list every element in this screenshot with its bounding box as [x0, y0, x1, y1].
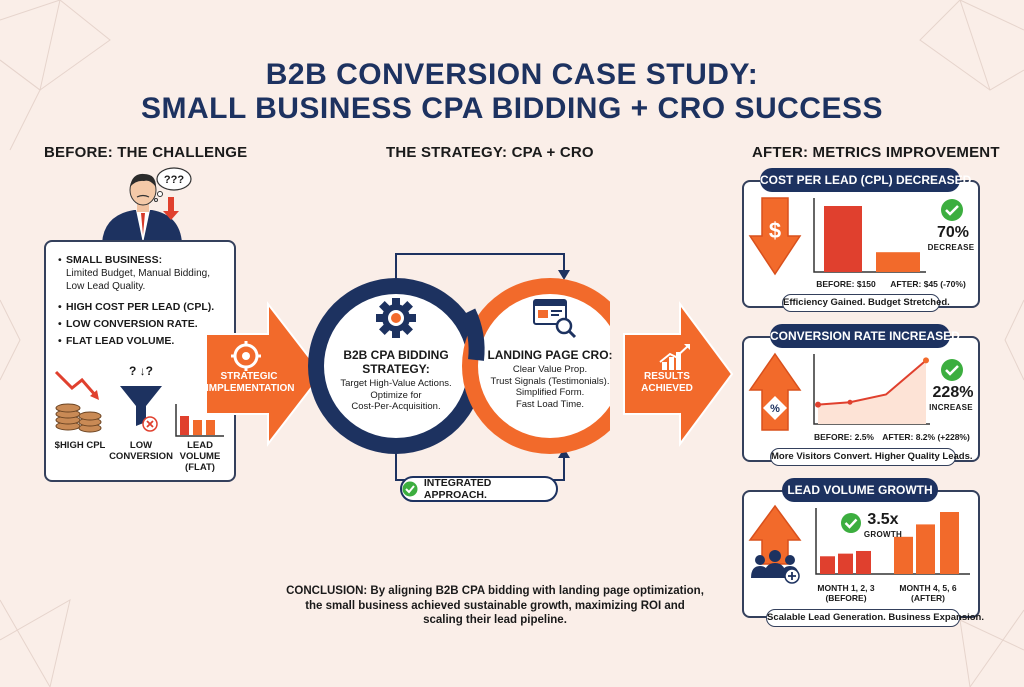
strategic-implementation-arrow — [205, 301, 324, 447]
strategy-diagram — [308, 253, 610, 481]
percent-glyph: % — [770, 403, 780, 415]
strategic-implementation-label: STRATEGIC IMPLEMENTATION — [206, 371, 295, 394]
lead-bar-month-1 — [820, 556, 835, 574]
conversion-before-label: BEFORE: 2.5% — [814, 432, 874, 442]
lead-bar-month-2 — [838, 553, 853, 574]
conversion-footer: More Visitors Convert. Higher Quality Le… — [770, 448, 973, 466]
cpl-down-arrow-icon: $ — [748, 197, 802, 276]
funnel-icon — [120, 386, 162, 432]
lead-after-label: MONTH 4, 5, 6 (AFTER) — [899, 583, 957, 603]
conversion-metric-value: 228% — [932, 384, 974, 401]
strategy-heading: THE STRATEGY: CPA + CRO — [386, 144, 594, 161]
cpl-metric-caption: DECREASE — [927, 243, 975, 252]
cpl-bar-before — [824, 206, 862, 272]
cpl-bar-after — [876, 252, 920, 272]
lead-check-icon — [841, 513, 861, 533]
conversion-check-icon — [941, 359, 963, 381]
lead-metric-value: 3.5x — [867, 511, 899, 528]
challenge-item-volume: FLAT LEAD VOLUME. — [58, 335, 228, 348]
conversion-card-title: CONVERSION RATE INCREASED — [770, 324, 960, 348]
lead-volume-icon — [748, 504, 802, 584]
lead-volume-chart — [815, 508, 970, 575]
lead-before-label: MONTH 1, 2, 3 (BEFORE) — [817, 583, 875, 603]
check-icon — [402, 481, 418, 497]
conversion-up-arrow-icon: % — [748, 352, 802, 431]
funnel-question-marks: ? ↓? — [129, 364, 153, 378]
dollar-glyph: $ — [769, 218, 781, 243]
cpl-after-label: AFTER: $45 (-70%) — [890, 279, 966, 289]
cpa-strategy-title: B2B CPA BIDDING STRATEGY: — [343, 348, 449, 376]
integrated-approach-label: INTEGRATED APPROACH. — [423, 477, 492, 501]
thought-text: ??? — [164, 174, 184, 186]
challenge-box — [44, 240, 236, 482]
conversion-chart — [813, 354, 930, 425]
cpa-strategy-body: Target High-Value Actions. Optimize for … — [340, 378, 452, 412]
cpl-metric-value: 70% — [936, 224, 970, 241]
cpl-footer: Efficiency Gained. Budget Stretched. — [782, 294, 950, 312]
lead-volume-footer: Scalable Lead Generation. Business Expan… — [766, 609, 984, 627]
lead-bar-month-6 — [940, 512, 959, 574]
conclusion-text: CONCLUSION: By aligning B2B CPA bidding … — [286, 585, 704, 626]
results-achieved-arrow — [623, 300, 734, 448]
challenge-list: SMALL BUSINESS: Limited Budget, Manual B… — [58, 254, 228, 348]
cro-body: Clear Value Prop. Trust Signals (Testimo… — [490, 364, 610, 410]
coins-down-icon — [54, 370, 102, 433]
flat-volume-bars-icon — [175, 404, 224, 437]
lead-bar-month-5 — [916, 524, 935, 574]
challenge-item-cpl: HIGH COST PER LEAD (CPL). — [58, 301, 228, 314]
lead-metric-caption: GROWTH — [863, 530, 903, 539]
after-heading: AFTER: METRICS IMPROVEMENT — [752, 144, 1000, 161]
business-person-icon: ??? — [102, 167, 192, 243]
title-line-2: SMALL BUSINESS CPA BIDDING + CRO SUCCESS — [140, 92, 884, 125]
cpl-chart — [813, 198, 926, 273]
icon-label-lead-volume: LEAD VOLUME (FLAT) — [179, 440, 221, 473]
page-title: B2B CONVERSION CASE STUDY: SMALL BUSINES… — [0, 58, 1024, 126]
lead-volume-card-title: LEAD VOLUME GROWTH — [782, 478, 938, 502]
conversion-point-mid — [847, 399, 853, 405]
conversion-area — [818, 360, 926, 424]
cro-title: LANDING PAGE CRO: — [487, 348, 613, 362]
cpl-check-icon — [941, 199, 963, 221]
integrated-approach-pill: INTEGRATED APPROACH. — [400, 476, 558, 502]
lead-bar-month-4 — [894, 536, 913, 574]
challenge-item-detail: Limited Budget, Manual Bidding, Low Lead… — [66, 268, 210, 292]
challenge-item-small-business: SMALL BUSINESS: — [58, 254, 228, 267]
icon-label-low-conversion: LOW CONVERSION — [109, 440, 173, 462]
results-achieved-label: RESULTS ACHIEVED — [641, 371, 693, 394]
conversion-metric-caption: INCREASE — [929, 403, 973, 412]
conversion-after-label: AFTER: 8.2% (+228%) — [882, 432, 970, 442]
title-line-1: B2B CONVERSION CASE STUDY: — [265, 58, 759, 91]
icon-label-high-cpl: $HIGH CPL — [54, 440, 106, 451]
cpl-before-label: BEFORE: $150 — [816, 279, 876, 289]
conversion-point-after — [923, 357, 929, 364]
before-heading: BEFORE: THE CHALLENGE — [44, 144, 248, 161]
challenge-item-conversion: LOW CONVERSION RATE. — [58, 318, 228, 331]
conversion-point-before — [815, 401, 821, 408]
conversion-line — [817, 359, 927, 406]
lead-bar-month-3 — [856, 550, 871, 574]
cpl-card-title: COST PER LEAD (CPL) DECREASED — [760, 168, 971, 192]
